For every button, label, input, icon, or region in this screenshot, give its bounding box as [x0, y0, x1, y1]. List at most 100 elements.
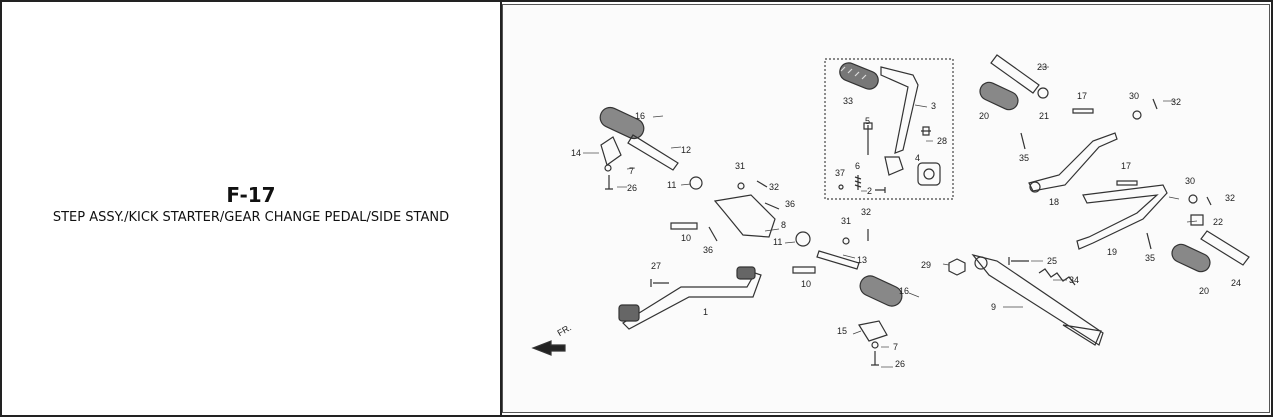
bolt-35-upper: [1020, 132, 1026, 150]
figure-code: F-17: [226, 183, 276, 207]
callout-20-right: 20: [1199, 286, 1209, 296]
figure-title: STEP ASSY./KICK STARTER/GEAR CHANGE PEDA…: [52, 210, 450, 225]
kick-ball: [838, 184, 844, 190]
pillion-pivot-left: [1037, 87, 1049, 99]
callout-18: 18: [1049, 197, 1059, 207]
left-footpeg-rubber: [599, 106, 645, 140]
callout-34: 34: [1069, 275, 1079, 285]
callout-16-left: 16: [635, 111, 645, 121]
callout-7-upper: 7: [629, 166, 634, 176]
right-footpeg-rubber: [859, 275, 903, 307]
callout-10-right: 10: [801, 279, 811, 289]
callout-11-upper: 11: [667, 180, 676, 190]
pillion-step-bar-right: [1200, 230, 1250, 266]
collar-upper: [689, 176, 703, 190]
callout-8: 8: [781, 220, 786, 230]
bolt-32-d: [1206, 196, 1212, 206]
washer-31-upper: [737, 182, 745, 190]
callout-22: 22: [1213, 217, 1223, 227]
callout-32-c: 32: [1171, 97, 1181, 107]
callout-36-a: 36: [785, 199, 795, 209]
kick-pinch-bolt: [921, 126, 931, 136]
bolt-32-c: [1152, 98, 1158, 110]
callout-25: 25: [1047, 256, 1057, 266]
callout-11-lower: 11: [773, 237, 782, 247]
pin-17-lower: [1116, 180, 1138, 186]
washer-31-lower: [842, 237, 850, 245]
pillion-rubber-right: [1171, 243, 1211, 273]
pillion-bracket-19: [1076, 184, 1168, 250]
callout-35-lower: 35: [1145, 253, 1155, 263]
callout-30-upper: 30: [1129, 91, 1139, 101]
callout-16-right: 16: [899, 286, 909, 296]
callout-37: 37: [835, 168, 845, 178]
callout-28: 28: [937, 136, 947, 146]
callout-3: 3: [931, 101, 936, 111]
right-footpeg-washer: [871, 341, 879, 349]
figure-caption-pane: F-17 STEP ASSY./KICK STARTER/GEAR CHANGE…: [2, 2, 500, 415]
pin-17-upper: [1072, 108, 1094, 114]
callout-14: 14: [571, 148, 581, 158]
side-stand-bolt: [1008, 257, 1029, 265]
callout-33: 33: [843, 96, 853, 106]
pin-10-left: [670, 222, 698, 230]
callout-10-left: 10: [681, 233, 691, 243]
pillion-step-bar-left: [990, 54, 1040, 94]
left-footpeg-bolt: [605, 175, 613, 190]
callout-27: 27: [651, 261, 661, 271]
kick-pin: [875, 187, 886, 193]
side-stand-nut: [948, 258, 966, 276]
washer-30-upper: [1132, 110, 1142, 120]
callout-30-lower: 30: [1185, 176, 1195, 186]
callout-29: 29: [921, 260, 931, 270]
callout-32-a: 32: [769, 182, 779, 192]
callout-13: 13: [857, 255, 867, 265]
right-footpeg-bracket: [858, 320, 888, 342]
pillion-rubber-left: [979, 81, 1019, 111]
kick-boss: [917, 162, 941, 186]
callout-32-b: 32: [861, 207, 871, 217]
callout-19: 19: [1107, 247, 1117, 257]
callout-9: 9: [991, 302, 996, 312]
pillion-bracket-18-hole: [1029, 181, 1041, 193]
right-footpeg-bolt: [871, 351, 879, 366]
exploded-parts-diagram: 1 2 3 4 5 6 7 7 8 9 10 10 11 11 12 13 14…: [502, 4, 1270, 413]
callout-31-lower: 31: [841, 216, 851, 226]
gear-linkage-bracket: [713, 194, 776, 238]
side-stand: [971, 253, 1104, 346]
callout-24: 24: [1231, 278, 1241, 288]
kick-arm: [880, 66, 919, 154]
callout-36-b: 36: [703, 245, 713, 255]
callout-21: 21: [1039, 111, 1049, 121]
bolt-35-lower: [1146, 232, 1152, 250]
front-direction-label: FR.: [556, 322, 574, 338]
collar-lower: [795, 231, 811, 247]
callout-12: 12: [681, 145, 691, 155]
left-footpeg-bar: [627, 134, 679, 171]
kick-bolt: [863, 122, 873, 155]
brace-13: [816, 250, 860, 270]
side-stand-spring: [1038, 268, 1076, 286]
callout-6: 6: [855, 161, 860, 171]
callout-5: 5: [865, 116, 870, 126]
callout-7-lower: 7: [893, 342, 898, 352]
bolt-27: [650, 279, 669, 287]
pane-divider: [500, 2, 502, 415]
callout-35-upper: 35: [1019, 153, 1029, 163]
callout-4: 4: [915, 153, 920, 163]
callout-15: 15: [837, 326, 847, 336]
gear-change-pedal: [618, 266, 762, 330]
kick-spring-pin: [854, 175, 862, 190]
pin-10-right: [792, 266, 816, 274]
front-direction-arrow: [531, 340, 566, 356]
kick-starter-group-box: [824, 58, 954, 200]
left-footpeg-washer: [604, 164, 612, 172]
callout-31-upper: 31: [735, 161, 745, 171]
kick-clip: [884, 156, 904, 176]
left-footpeg-bracket: [600, 136, 622, 166]
washer-30-lower: [1188, 194, 1198, 204]
callout-26-lower: 26: [895, 359, 905, 369]
callout-17-lower: 17: [1121, 161, 1131, 171]
callout-32-d: 32: [1225, 193, 1235, 203]
kick-rubber: [839, 62, 879, 90]
